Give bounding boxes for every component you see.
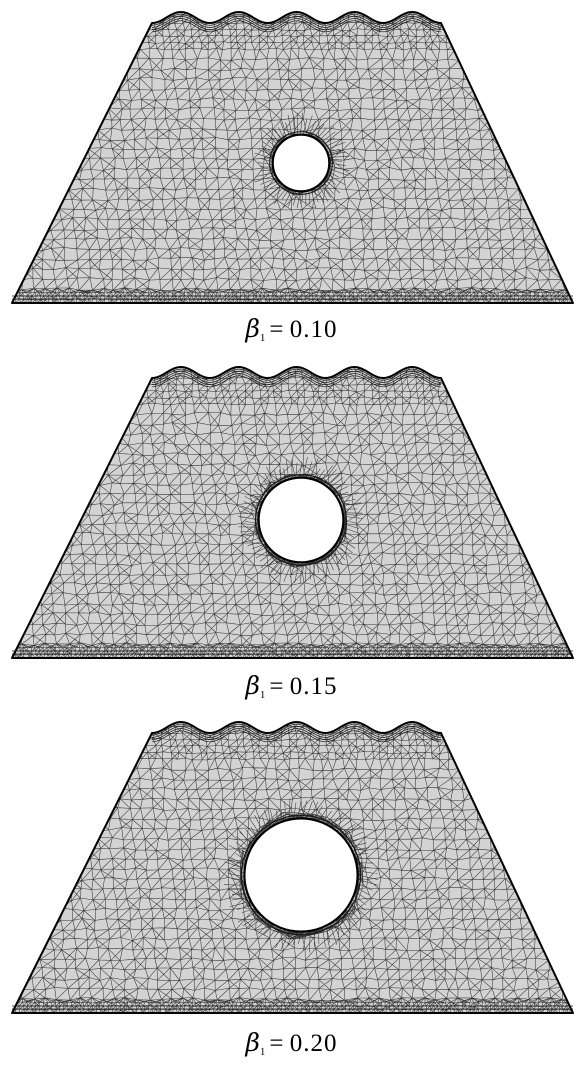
panel-caption: β1= 0.15: [0, 671, 583, 701]
mesh-elements: [12, 367, 573, 658]
base-boundary-refinement: [12, 650, 573, 655]
panel-caption: β1= 0.10: [0, 314, 583, 344]
beta-symbol: β: [245, 1028, 260, 1057]
trapezoid-mesh-diagram: [11, 366, 574, 659]
base-boundary-refinement: [12, 295, 573, 300]
mesh-panel-beta-0-10: β1= 0.10: [0, 0, 583, 355]
equals-sign: =: [269, 673, 284, 700]
circular-hole: [257, 476, 345, 564]
trapezoid-mesh-diagram: [11, 11, 574, 304]
beta-value: 0.20: [289, 1030, 338, 1057]
wave-boundary-refinement: [152, 13, 441, 33]
equals-sign: =: [269, 1030, 284, 1057]
panel-caption: β1= 0.20: [0, 1028, 583, 1058]
beta-value: 0.15: [289, 673, 338, 700]
hole-refinement-ring: [255, 473, 348, 567]
wave-boundary-refinement: [152, 368, 441, 388]
triangle-edges: [12, 12, 573, 303]
hole-refinement-ring: [269, 131, 333, 195]
trapezoid-mesh-diagram: [11, 721, 574, 1014]
mesh-panel-beta-0-15: β1= 0.15: [0, 355, 583, 710]
beta-subscript: 1: [259, 332, 266, 344]
trapezoid-boundary: [11, 11, 574, 304]
base-boundary-refinement: [12, 1005, 573, 1010]
mesh-panel-beta-0-20: β1= 0.20: [0, 710, 583, 1066]
trapezoid-boundary: [11, 366, 574, 659]
beta-value: 0.10: [289, 316, 338, 343]
hole-refinement-ring: [240, 814, 362, 936]
beta-subscript: 1: [259, 1046, 266, 1058]
wave-boundary-refinement: [152, 723, 441, 743]
beta-symbol: β: [245, 671, 260, 700]
circular-hole: [243, 817, 359, 933]
circular-hole: [271, 133, 331, 193]
triangle-edges: [12, 367, 573, 658]
trapezoid-boundary: [11, 721, 574, 1014]
equals-sign: =: [269, 316, 284, 343]
beta-subscript: 1: [259, 689, 266, 701]
beta-symbol: β: [245, 314, 260, 343]
mesh-elements: [12, 12, 573, 303]
